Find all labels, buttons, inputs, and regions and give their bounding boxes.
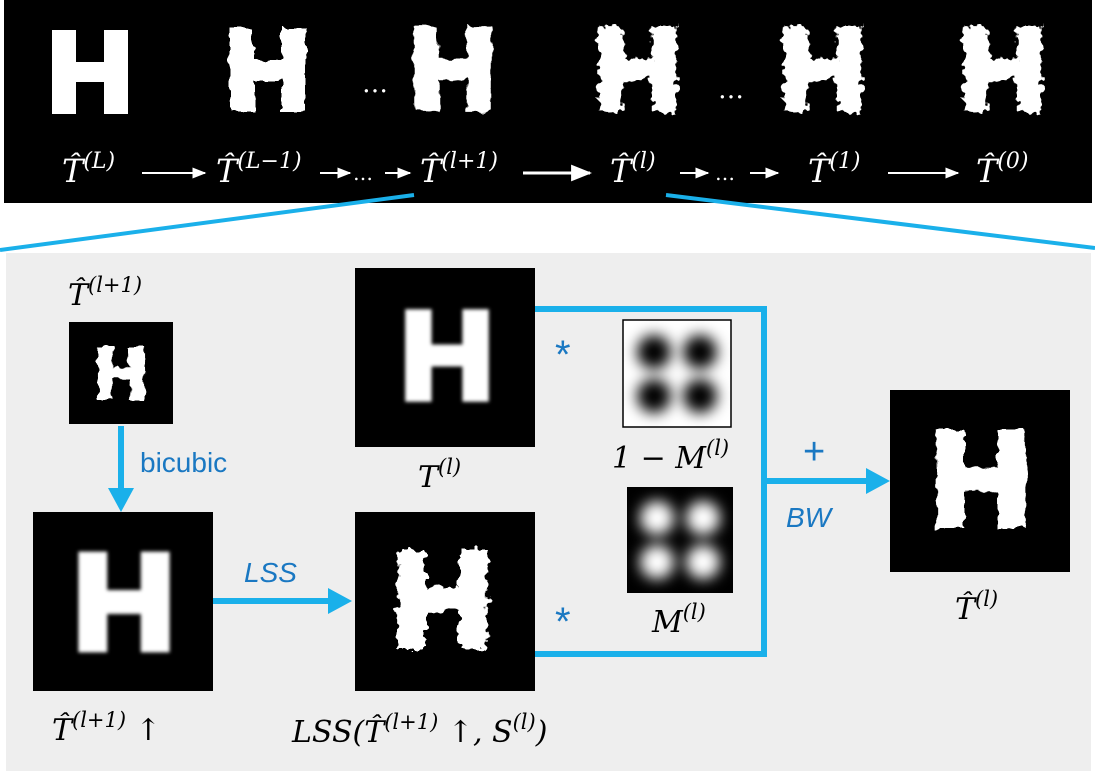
input-label: T̂(l+1)	[68, 273, 142, 313]
output-label: T̂(l)	[955, 587, 998, 627]
upsampled-label: T̂(l+1) ↑	[52, 708, 161, 748]
mask-blobs	[640, 501, 720, 579]
lss-output-label: LSS(T̂(l+1) ↑, S(l))	[291, 710, 547, 750]
combine-arrow-head	[866, 468, 890, 494]
top-label-0: T̂(0)	[976, 149, 1029, 190]
top-label-1: T̂(1)	[808, 149, 861, 190]
top-label-l-plus-1: T̂(l+1)	[420, 149, 498, 190]
zoom-line-right	[665, 193, 1095, 250]
texture-label: T(l)	[418, 455, 461, 495]
top-ellipsis-left: …	[362, 69, 388, 99]
zoom-connector	[0, 193, 1095, 252]
lss-arrow-head	[328, 588, 352, 614]
top-label-l: T̂(l)	[610, 149, 656, 190]
top-label-L-minus-1: T̂(L−1)	[216, 149, 302, 190]
combine-bracket	[535, 306, 868, 657]
top-label-row: T̂(L) T̂(L−1) T̂(l+1) T̂(l) T̂(1) T̂(0)	[62, 149, 1029, 190]
mask-tile	[627, 487, 733, 593]
bw-label: BW	[786, 502, 834, 533]
mask-label: M(l)	[651, 600, 706, 640]
top-band-background	[4, 0, 1092, 203]
top-arrow-ellipsis-left: …	[353, 161, 373, 185]
inverse-mask-tile	[622, 319, 732, 428]
inverse-mask-label: 1 − M(l)	[612, 436, 729, 476]
multiply-symbol-bottom: *	[555, 600, 571, 644]
top-label-L: T̂(L)	[62, 149, 115, 190]
plus-symbol: +	[803, 431, 825, 473]
top-arrow-ellipsis-right: …	[715, 161, 735, 185]
lss-label: LSS	[244, 557, 297, 588]
bicubic-label: bicubic	[140, 447, 227, 478]
bicubic-arrow-head	[108, 488, 134, 512]
zoom-line-left	[0, 193, 415, 252]
top-ellipsis-right: …	[718, 75, 744, 105]
multiply-symbol-top: *	[555, 333, 571, 377]
inverse-mask-blobs	[637, 335, 717, 413]
